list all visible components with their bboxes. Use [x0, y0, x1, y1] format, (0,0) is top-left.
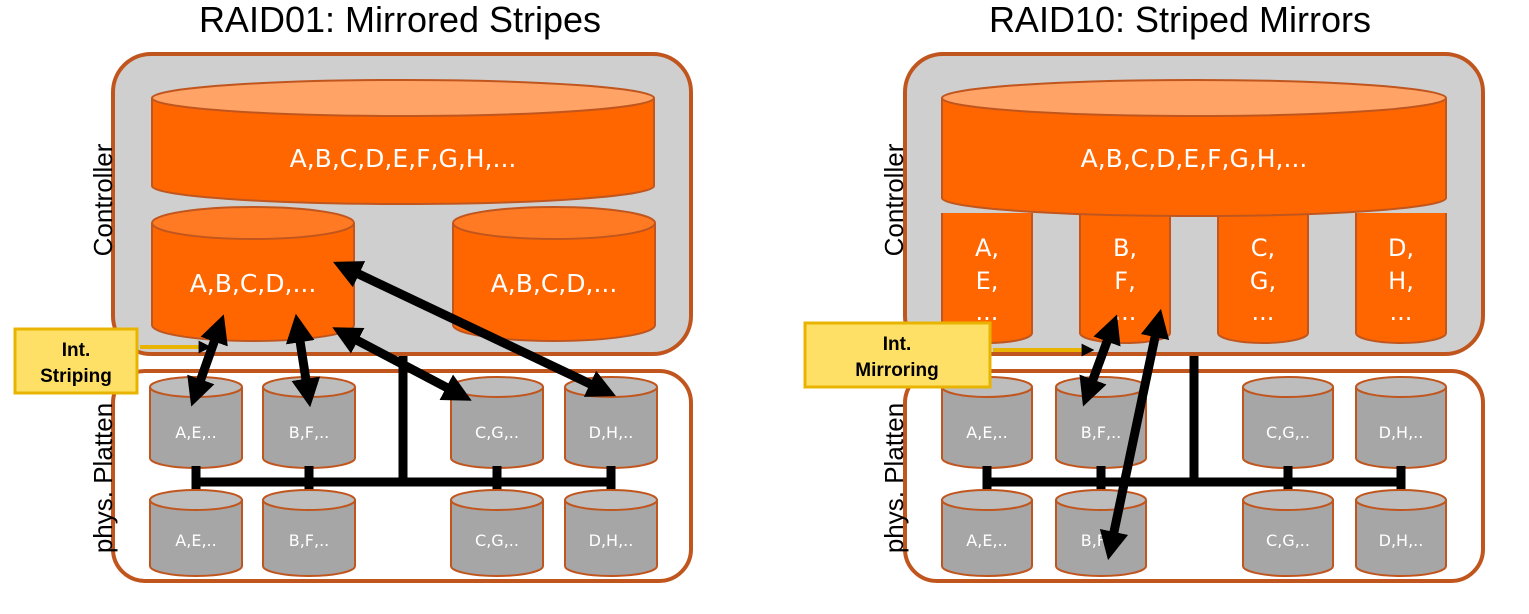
right-title: RAID10: Striped Mirrors	[989, 0, 1371, 40]
left-disk-top-2-label: B,F,..	[289, 423, 330, 442]
left-disk-bottom-3-label: C,G,..	[475, 531, 519, 550]
right-mirror-2-line3: ...	[1114, 298, 1137, 326]
left-stripe-1-label: A,B,C,D,...	[190, 269, 317, 298]
left-stripe-volume-2: A,B,C,D,...	[452, 206, 656, 342]
right-arrows	[1079, 308, 1170, 561]
left-title: RAID01: Mirrored Stripes	[199, 0, 601, 40]
left-callout-line2: Striping	[40, 366, 112, 387]
right-disk-top-3-label: C,G,..	[1266, 423, 1310, 442]
left-disk-bottom-1: A,E,..	[149, 489, 243, 577]
left-disk-top-1-label: A,E,..	[175, 423, 216, 442]
right-disk-bottom-2: B,F,..	[1055, 489, 1147, 577]
right-callout-line2: Mirroring	[855, 360, 938, 381]
right-platten-label: phys. Platten	[879, 403, 909, 553]
left-platten-label: phys. Platten	[88, 403, 118, 553]
left-top-volume-label: A,B,C,D,E,F,G,H,...	[290, 144, 517, 173]
left-arrow-1	[187, 314, 228, 407]
left-disk-bottom-2-label: B,F,..	[289, 531, 330, 550]
right-mirror-volume-3: C, G, ...	[1217, 213, 1309, 344]
right-mirror-1-line3: ...	[976, 298, 999, 326]
right-disk-top-2-label: B,F,..	[1081, 423, 1122, 442]
right-arrow-2	[1099, 308, 1170, 561]
right-disk-top-3: C,G,..	[1242, 376, 1334, 469]
left-arrow-4	[332, 261, 617, 397]
right-disk-top-1: A,E,..	[941, 376, 1033, 469]
right-disk-top-4-label: D,H,..	[1379, 423, 1424, 442]
right-mirror-1-line2: E,	[976, 267, 999, 295]
right-top-volume: A,B,C,D,E,F,G,H,...	[941, 79, 1447, 217]
right-mirror-4-line3: ...	[1390, 298, 1413, 326]
right-top-volume-label: A,B,C,D,E,F,G,H,...	[1081, 144, 1308, 173]
left-disk-top-4-label: D,H,..	[589, 423, 634, 442]
right-mirror-volume-4: D, H, ...	[1355, 213, 1447, 344]
right-mirror-2-line1: B,	[1113, 234, 1137, 262]
left-controller-label: Controller	[88, 143, 118, 256]
left-arrow-2	[285, 313, 321, 408]
right-disk-bottom-4-label: D,H,..	[1379, 531, 1424, 550]
right-disk-bottom-3: C,G,..	[1242, 489, 1334, 577]
right-callout-line1: Int.	[883, 334, 912, 355]
right-controller-label: Controller	[879, 143, 909, 256]
right-mirror-4-line1: D,	[1388, 234, 1414, 262]
right-disk-top-1-label: A,E,..	[966, 423, 1007, 442]
left-disk-top-3: C,G,..	[450, 376, 544, 469]
right-disk-top-4: D,H,..	[1355, 376, 1447, 469]
right-callout: Int. Mirroring	[803, 321, 1095, 389]
right-mirror-3-line2: G,	[1250, 267, 1276, 295]
left-disk-bottom-4: D,H,..	[564, 489, 658, 577]
right-mirror-3-line3: ...	[1252, 298, 1275, 326]
left-disk-top-4: D,H,..	[564, 376, 658, 469]
left-disk-bottom-4-label: D,H,..	[589, 531, 634, 550]
right-disk-bottom-1: A,E,..	[941, 489, 1033, 577]
right-disk-bottom-3-label: C,G,..	[1266, 531, 1310, 550]
right-disk-bottom-4: D,H,..	[1355, 489, 1447, 577]
left-top-volume: A,B,C,D,E,F,G,H,...	[151, 79, 655, 205]
right-mirror-4-line2: H,	[1388, 267, 1414, 295]
left-disk-bottom-1-label: A,E,..	[175, 531, 216, 550]
left-callout-line1: Int.	[62, 340, 91, 361]
right-bus	[982, 356, 1406, 500]
left-disk-bottom-3: C,G,..	[450, 489, 544, 577]
left-stripe-2-label: A,B,C,D,...	[491, 269, 618, 298]
left-disk-top-3-label: C,G,..	[475, 423, 519, 442]
right-mirror-3-line1: C,	[1251, 234, 1275, 262]
left-callout: Int. Striping	[13, 327, 212, 395]
right-mirror-1-line1: A,	[975, 234, 999, 262]
left-stripe-volume-1: A,B,C,D,...	[151, 206, 355, 342]
left-disk-bottom-2: B,F,..	[262, 489, 356, 577]
right-mirror-2-line2: F,	[1114, 267, 1135, 295]
left-arrows	[187, 261, 617, 408]
right-disk-bottom-1-label: A,E,..	[966, 531, 1007, 550]
